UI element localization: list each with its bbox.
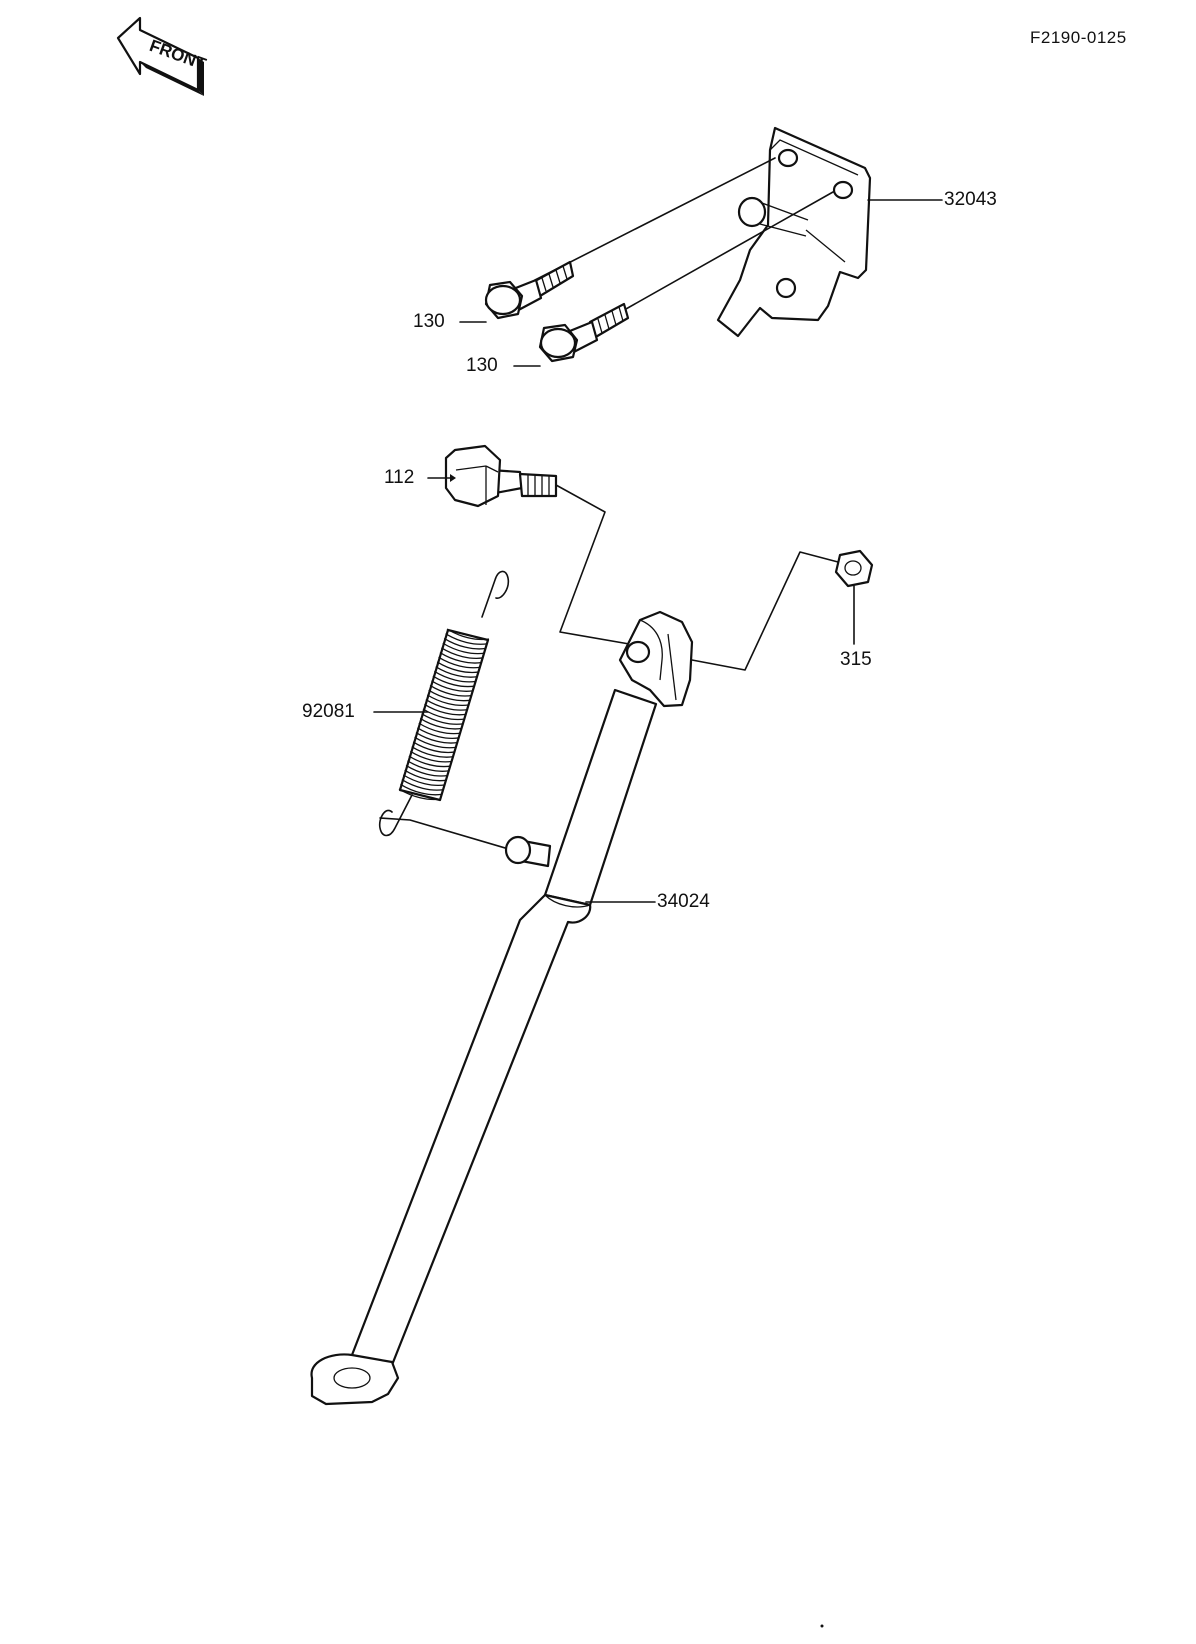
- spring-coil: [417, 727, 460, 739]
- spring-coil: [432, 675, 475, 688]
- leader-lines: [373, 199, 943, 903]
- stand-bracket: [716, 126, 872, 338]
- spring-coil: [419, 717, 463, 730]
- spring-coil: [438, 656, 481, 669]
- callout-label-92081: 92081: [302, 701, 355, 722]
- spring-coil: [433, 670, 477, 683]
- spring-coil: [431, 680, 474, 692]
- spring-coil: [435, 666, 478, 678]
- spring-coil: [441, 647, 484, 659]
- spring-coil: [405, 764, 449, 777]
- side-stand: [310, 610, 694, 1406]
- callout-label-130-lower: 130: [466, 355, 498, 376]
- spring-coil: [411, 746, 454, 758]
- spring-coil: [443, 637, 487, 650]
- diagram-code: F2190-0125: [1030, 28, 1127, 47]
- callout-label-34024: 34024: [657, 891, 710, 912]
- callout-label-130-upper: 130: [413, 311, 445, 332]
- spring-coil: [412, 741, 456, 754]
- spring-coil: [408, 755, 451, 768]
- flange-bolt-upper: [484, 157, 776, 320]
- spring-coil: [425, 699, 468, 711]
- lock-nut: [691, 549, 874, 671]
- front-arrow-icon: FRONT: [116, 16, 209, 96]
- spring-coil: [418, 722, 461, 735]
- spring-coil: [436, 661, 480, 674]
- spring-coil: [398, 788, 442, 801]
- callout-label-32043: 32043: [944, 189, 997, 210]
- spring-coil: [415, 731, 459, 744]
- spring-coil: [445, 633, 488, 645]
- spring-coil: [404, 769, 447, 782]
- spring-coil: [414, 736, 457, 749]
- return-spring: [378, 570, 513, 851]
- spring-coil: [424, 703, 467, 716]
- spring-coils: [398, 628, 490, 801]
- spring-coil: [401, 779, 444, 791]
- spring-coil: [407, 760, 450, 772]
- callout-label-315: 315: [840, 649, 872, 670]
- spring-coil: [446, 628, 490, 641]
- spring-coil: [426, 694, 470, 707]
- spring-coil: [409, 750, 453, 763]
- flange-bolt-lower: [538, 191, 834, 363]
- callout-label-112: 112: [384, 467, 415, 488]
- spring-coil: [422, 708, 466, 721]
- spring-coil: [400, 783, 443, 796]
- pivot-bolt: [444, 444, 636, 646]
- spring-coil: [442, 642, 485, 655]
- spring-coil: [421, 713, 464, 725]
- spring-coil: [428, 689, 471, 702]
- spring-coil: [429, 684, 473, 697]
- spring-coil: [402, 774, 446, 787]
- spring-coil: [439, 651, 483, 664]
